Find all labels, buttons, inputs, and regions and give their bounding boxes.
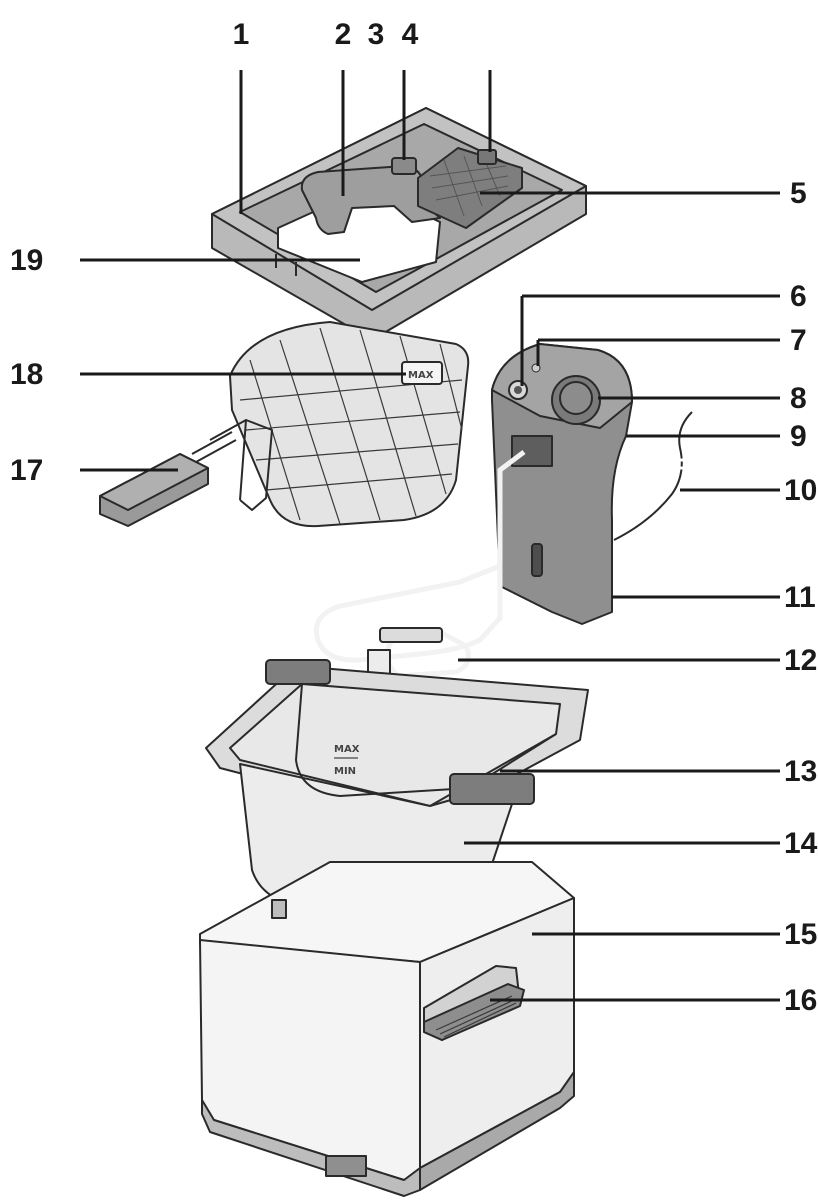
heating-element-clamp: [379, 627, 443, 643]
frying-basket: MAX: [99, 321, 470, 528]
callout-13: 13: [784, 755, 817, 788]
callout-10: 10: [784, 474, 817, 507]
heating-element: [313, 450, 526, 687]
housing-handle: [423, 983, 525, 1041]
bowl-handle-left: [265, 659, 331, 685]
callout-18: 18: [10, 358, 43, 391]
basket-mesh-lines: [239, 327, 463, 525]
bowl-handle-right: [449, 773, 535, 805]
callout-19: 19: [10, 244, 43, 277]
callout-8: 8: [790, 382, 807, 415]
callout-11: 11: [784, 581, 816, 614]
cord-break-mark: [660, 458, 690, 470]
callout-16: 16: [784, 984, 817, 1017]
callout-5: 5: [790, 177, 807, 210]
callout-4: 4: [402, 18, 419, 51]
heating-element-tubes-inner: [313, 450, 526, 663]
basket-handle-bracket: [209, 419, 273, 511]
thermostat-knob-cap: [559, 381, 593, 415]
housing-foot: [325, 1155, 367, 1177]
callout-12: 12: [784, 644, 817, 677]
callout-9: 9: [790, 420, 807, 453]
filter-grid: [429, 155, 509, 217]
reset-button: [531, 543, 543, 577]
basket-handle-rods: [191, 431, 237, 463]
lid-hinge-tab: [477, 149, 497, 165]
callout-7: 7: [790, 324, 807, 357]
callout-17: 17: [10, 454, 43, 487]
control-unit: [491, 343, 693, 625]
callout-labels: 1 2 3 4 5 6 7 8 9 10 11 12 13 14 15 16 1…: [10, 18, 818, 1017]
callout-6: 6: [790, 280, 807, 313]
filter-cover: [417, 147, 523, 229]
power-cord: [613, 411, 693, 541]
bowl-max-mark: MAX: [334, 744, 360, 755]
leader-lines: [80, 70, 780, 1002]
callout-2: 2: [335, 18, 352, 51]
basket-handle-grip-top: [99, 453, 209, 511]
callout-1: 1: [233, 18, 250, 51]
callout-14: 14: [784, 827, 818, 860]
housing-handle-grip-lines: [435, 995, 517, 1038]
callout-15: 15: [784, 918, 817, 951]
control-unit-slot: [511, 435, 553, 467]
bowl-min-mark: MIN: [334, 766, 356, 777]
housing: [199, 861, 575, 1197]
basket-max-tag-text: MAX: [408, 370, 434, 381]
housing-front: [199, 939, 421, 1181]
lid-release-button: [391, 157, 417, 175]
housing-bowl-support: [271, 899, 287, 919]
power-indicator-lamp: [514, 386, 522, 394]
lid: [211, 107, 587, 341]
callout-3: 3: [368, 18, 385, 51]
housing-base-right: [419, 1071, 575, 1191]
bowl-inner-wall: [295, 683, 557, 797]
